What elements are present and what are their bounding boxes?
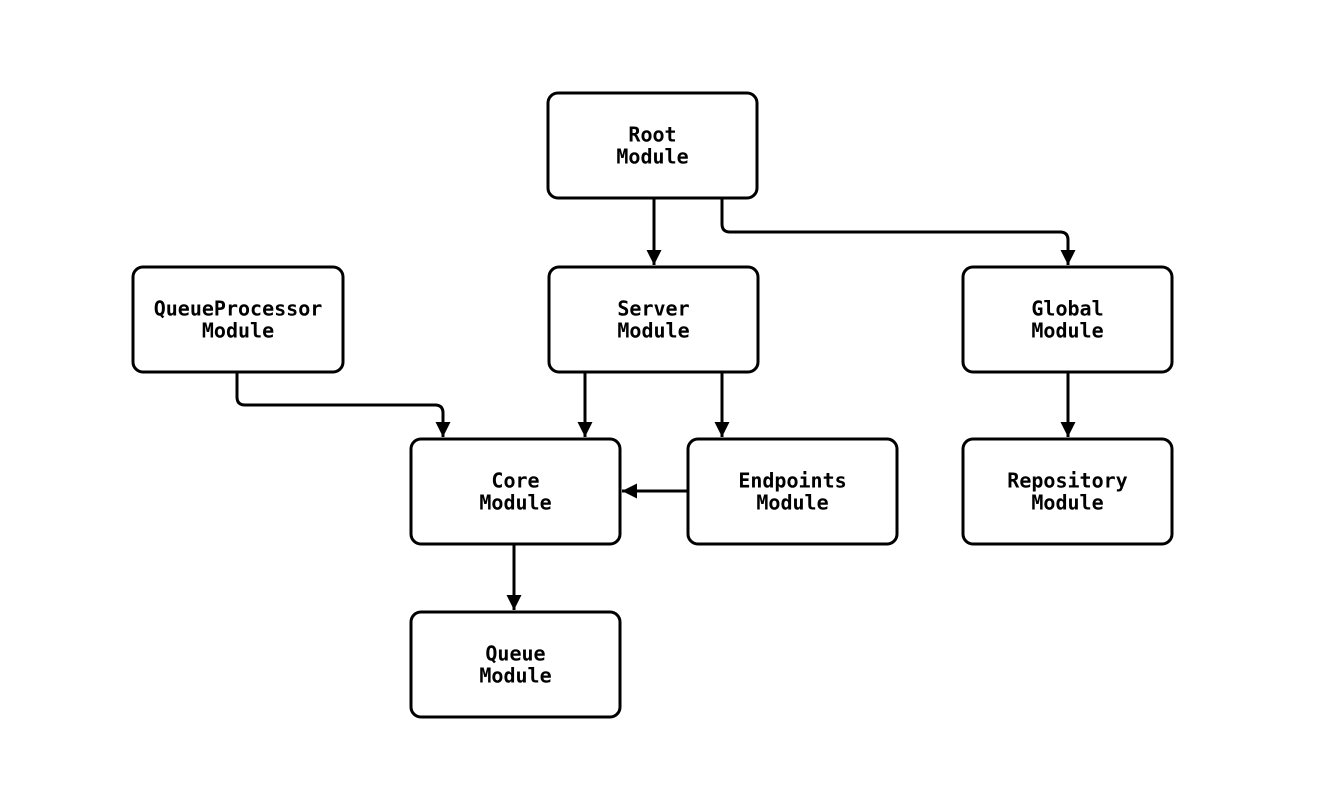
node-server-label-line-1: Server [617, 297, 689, 321]
node-server-box [547, 265, 760, 374]
node-queue-label-line-2: Module [479, 664, 551, 688]
node-queue-processor-label-line-2: Module [202, 319, 274, 343]
node-queue-processor-label-line-1: QueueProcessor [154, 297, 323, 321]
node-global-box [961, 265, 1174, 374]
edges-layer [235, 198, 1076, 610]
node-queue-label-line-1: Queue [485, 642, 545, 666]
node-global-label-line-1: Global [1031, 297, 1103, 321]
node-repository-label-line-2: Module [1031, 491, 1103, 515]
node-server-label-line-2: Module [617, 319, 689, 343]
node-repository-box [961, 437, 1174, 546]
node-endpoints-box [686, 437, 899, 546]
node-core-label-line-2: Module [479, 491, 551, 515]
edge-root-to-global [720, 198, 1076, 265]
node-endpoints-label-line-1: Endpoints [738, 469, 846, 493]
nodes-layer: RootModuleQueueProcessorModuleServerModu… [131, 91, 1174, 719]
node-queue-processor-box [131, 265, 345, 374]
node-core-box [409, 437, 622, 546]
node-repository-label-line-1: Repository [1007, 469, 1127, 493]
node-root-label-line-2: Module [616, 145, 688, 169]
node-queue-box [409, 610, 622, 719]
edge-queueprocessor-to-core [235, 372, 451, 437]
node-endpoints-label-line-2: Module [756, 491, 828, 515]
node-core-label-line-1: Core [491, 469, 539, 493]
node-global-label-line-2: Module [1031, 319, 1103, 343]
node-root-label-line-1: Root [628, 123, 676, 147]
node-root-box [546, 91, 759, 200]
